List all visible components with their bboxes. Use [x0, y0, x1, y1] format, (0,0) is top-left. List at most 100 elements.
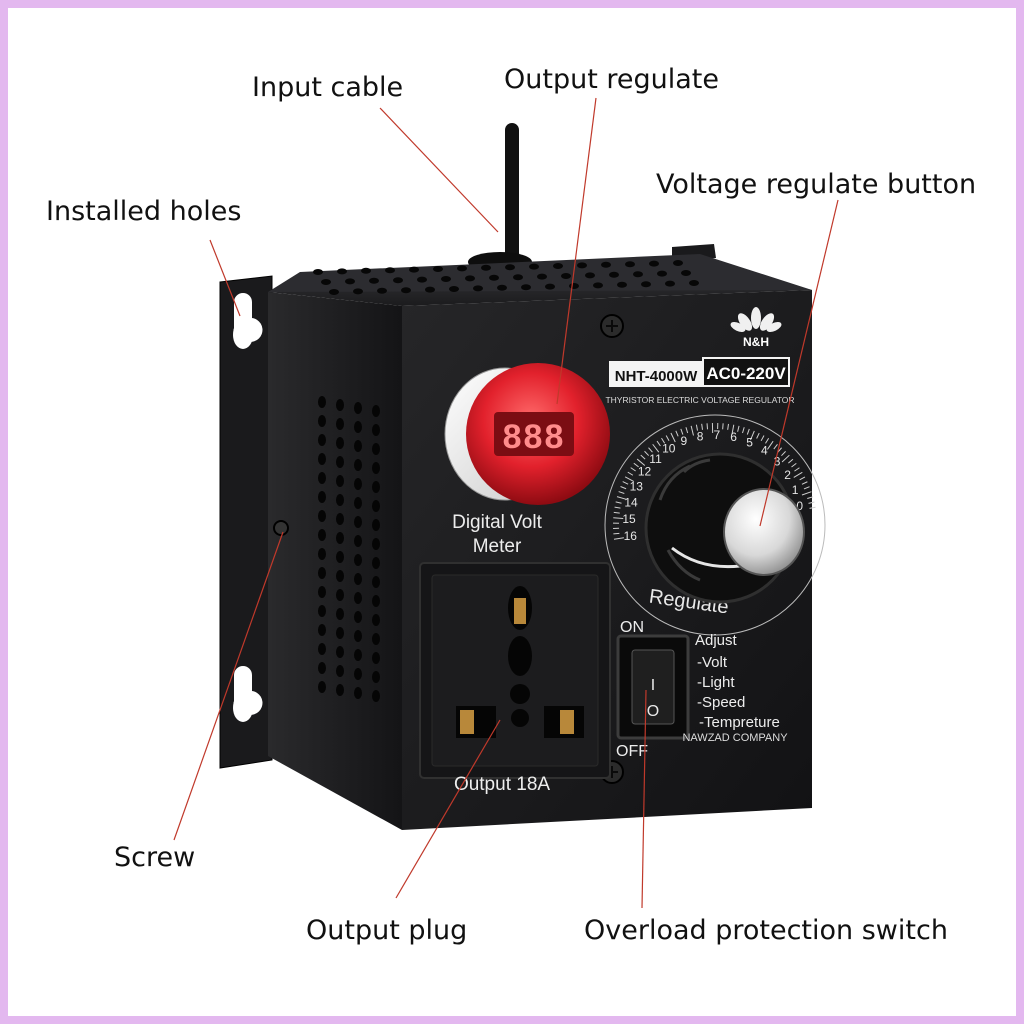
top-vent-hole: [561, 273, 571, 279]
top-vent-hole: [465, 275, 475, 282]
dial-tick: [808, 501, 815, 504]
top-vent-hole: [553, 263, 563, 269]
side-vent-hole: [318, 681, 326, 693]
dial-tick: [727, 423, 729, 430]
dial-tick: [652, 443, 660, 453]
leader-output-regulate: [556, 97, 597, 405]
leader-input-cable: [379, 107, 499, 233]
overload-protection-switch[interactable]: [616, 634, 690, 740]
side-vent-hole: [318, 453, 326, 465]
meter-label-line1: Digital Volt: [452, 512, 542, 533]
side-vent-hole: [336, 418, 344, 430]
top-vent-hole: [569, 283, 579, 289]
installed-hole-bottom: [233, 666, 263, 715]
dial-tick: [794, 467, 800, 472]
side-vent-hole: [372, 595, 380, 607]
model-text: NHT-4000W: [615, 368, 698, 385]
top-vent-hole: [409, 266, 419, 273]
side-vent-hole: [336, 513, 344, 525]
dial-tick: [640, 454, 646, 460]
adjust-line-3: -Light: [697, 674, 735, 691]
side-vent-hole: [318, 662, 326, 674]
side-vent-hole: [354, 649, 362, 661]
adjust-line-4: -Speed: [697, 694, 745, 711]
dial-tick: [767, 440, 774, 450]
side-vent-hole: [318, 529, 326, 541]
side-vent-hole: [354, 687, 362, 699]
voltage-badge-box: [702, 357, 790, 387]
meter-label-line2: Meter: [473, 536, 522, 557]
side-vent-hole: [336, 494, 344, 506]
top-vent-hole: [609, 271, 619, 278]
company-name: NAWZAD COMPANY: [682, 732, 788, 744]
top-vent-hole: [641, 281, 651, 288]
voltage-regulate-knob[interactable]: [644, 452, 805, 604]
top-vent-hole: [529, 263, 539, 270]
dial-tick: [613, 511, 620, 514]
dial-number: 13: [630, 479, 644, 493]
leader-output-plug: [395, 719, 501, 899]
dial-number: 8: [697, 429, 704, 443]
side-vent-hole: [318, 567, 326, 579]
top-vent-hole: [681, 270, 691, 276]
top-vent-hole: [473, 285, 483, 292]
callout-input-cable: Input cable: [252, 72, 404, 103]
top-vent-hole: [401, 287, 411, 294]
side-vent-hole: [354, 402, 362, 414]
adjust-line-2: -Volt: [697, 654, 728, 671]
dial-number: 4: [761, 444, 768, 458]
top-vent-hole: [521, 284, 531, 291]
top-vent-hole: [625, 261, 635, 268]
side-vent-hole: [354, 535, 362, 547]
model-badge-box: [609, 361, 703, 387]
brand-text: N&H: [743, 335, 769, 349]
callout-installed-holes: Installed holes: [46, 196, 242, 227]
dial-tick: [680, 428, 684, 435]
side-vent-hole: [372, 652, 380, 664]
callout-output-plug: Output plug: [306, 915, 468, 946]
top-vent-hole: [489, 274, 499, 281]
top-vent-hole: [321, 279, 331, 285]
front-screw-top: [600, 314, 624, 338]
side-vent-hole: [318, 434, 326, 446]
dial-tick: [675, 430, 679, 437]
dial-tick: [615, 501, 622, 504]
side-vent-hole: [336, 665, 344, 677]
switch-on-label: ON: [620, 619, 644, 636]
side-vent-hole: [336, 570, 344, 582]
leader-installed-holes: [209, 239, 241, 317]
dial-tick: [620, 486, 627, 490]
dial-number: 6: [730, 430, 737, 444]
side-vent-hole: [336, 456, 344, 468]
dial-number: 7: [714, 428, 721, 442]
side-vent-hole: [372, 576, 380, 588]
side-vent-hole: [354, 630, 362, 642]
dial-tick: [690, 425, 694, 436]
side-vent-hole: [354, 421, 362, 433]
dial-tick: [636, 458, 646, 466]
top-vent-hole: [537, 273, 547, 280]
side-vent-hole: [318, 605, 326, 617]
side-vent-hole: [372, 519, 380, 531]
side-vent-hole: [318, 586, 326, 598]
side-vent-hole: [354, 611, 362, 623]
dial-tick: [807, 496, 814, 499]
dial-tick: [801, 491, 812, 496]
side-vent-hole: [354, 554, 362, 566]
top-vent-hole: [393, 277, 403, 284]
side-vent-hole: [336, 627, 344, 639]
top-panel-back: [268, 254, 812, 292]
top-vent-hole: [337, 268, 347, 275]
callout-voltage-regulate-button: Voltage regulate button: [656, 169, 977, 200]
dial-tick: [616, 496, 627, 500]
top-vent-hole: [345, 278, 355, 285]
dial-tick: [756, 432, 760, 439]
dial-number: 2: [784, 468, 791, 482]
dial-tick: [618, 491, 625, 494]
side-vent-hole: [318, 415, 326, 427]
dial-tick: [613, 537, 624, 540]
adjust-line-5: -Tempreture: [699, 714, 780, 731]
top-vent-hole: [457, 265, 467, 272]
